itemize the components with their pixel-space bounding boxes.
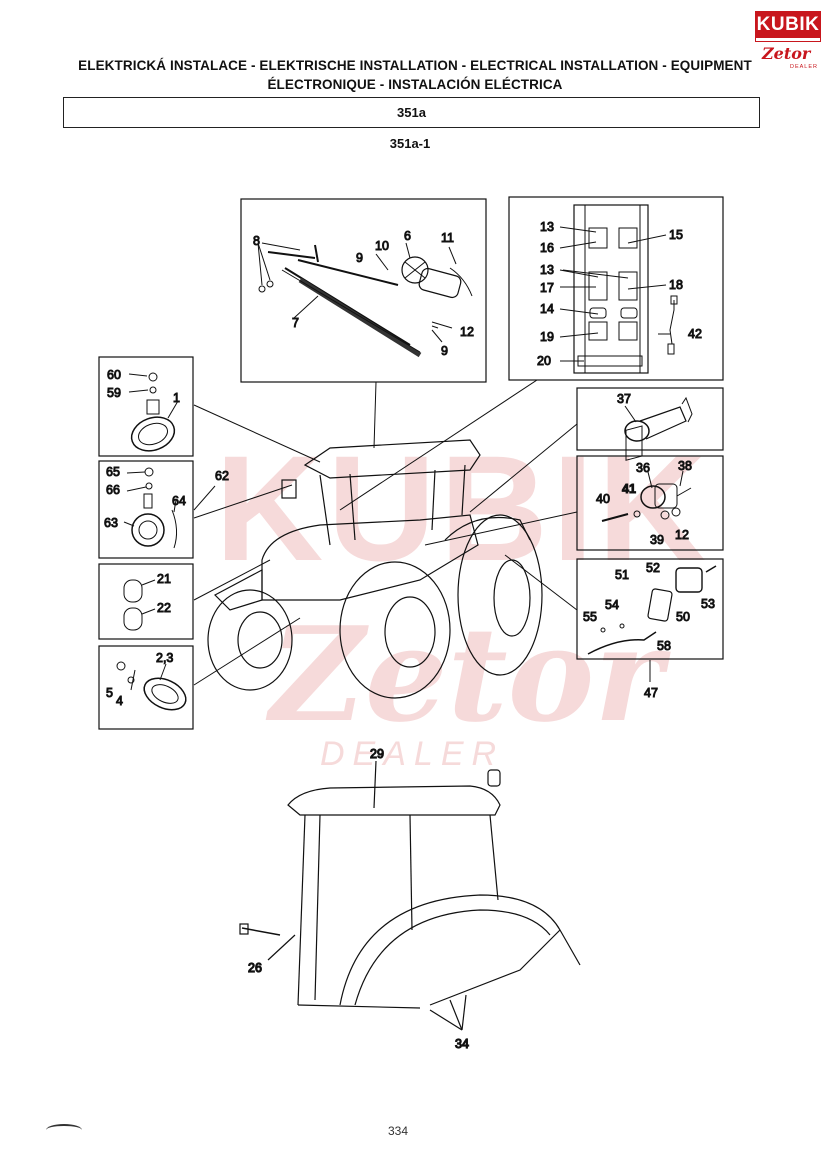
cab-callout-29: 29 bbox=[370, 747, 384, 761]
fuse-callout-42: 42 bbox=[688, 327, 702, 341]
fuse-callout-19: 19 bbox=[540, 330, 554, 344]
cab-illustration: 29 26 34 bbox=[239, 746, 581, 1052]
title-line-2: ÉLECTRONIQUE - INSTALACIÓN ELÉCTRICA bbox=[267, 77, 563, 92]
leader-lines bbox=[193, 379, 651, 686]
bulbs-box: 21 22 bbox=[98, 563, 194, 640]
lamp-callout-59: 59 bbox=[107, 386, 121, 400]
dealer-logo: KUBIK Zetor DEALER bbox=[756, 12, 822, 72]
plate-callout-53: 53 bbox=[701, 597, 715, 611]
bulb-callout-22: 22 bbox=[157, 601, 171, 615]
fuse-callout-20: 20 bbox=[537, 354, 551, 368]
socket-box: 36 38 40 41 39 12 bbox=[576, 455, 724, 551]
bulb-callout-21: 21 bbox=[157, 572, 171, 586]
wiper-detail-box: 8 10 6 11 9 7 12 9 bbox=[240, 198, 487, 383]
tractor-illustration bbox=[207, 439, 543, 699]
socket-callout-12: 12 bbox=[675, 528, 689, 542]
figure-code: 351a-1 bbox=[389, 136, 431, 151]
fusebox-detail-box: 13 16 13 17 14 19 20 15 18 42 bbox=[508, 196, 724, 381]
beacon-plug-box: 37 bbox=[576, 387, 724, 451]
socket-callout-36: 36 bbox=[636, 461, 650, 475]
plate-lamp-box: 51 52 54 53 55 50 58 47 bbox=[576, 425, 724, 701]
front-lamp-callout-2-3: 2,3 bbox=[156, 651, 173, 665]
socket-callout-39: 39 bbox=[650, 533, 664, 547]
mirror-callout-66: 66 bbox=[106, 483, 120, 497]
plate-callout-55: 55 bbox=[583, 610, 597, 624]
title-line-1: ELEKTRICKÁ INSTALACE - ELEKTRISCHE INSTA… bbox=[78, 58, 752, 73]
fuse-callout-13a: 13 bbox=[540, 220, 554, 234]
fuse-callout-14: 14 bbox=[540, 302, 554, 316]
wiper-callout-11: 11 bbox=[441, 231, 454, 245]
section-code: 351a bbox=[397, 105, 426, 120]
fuse-callout-18: 18 bbox=[669, 278, 683, 292]
page-number: 334 bbox=[388, 1124, 409, 1138]
cab-callout-34: 34 bbox=[455, 1037, 469, 1051]
plug-callout-37: 37 bbox=[617, 392, 631, 406]
socket-callout-41: 41 bbox=[622, 482, 636, 496]
wiper-callout-8: 8 bbox=[253, 234, 260, 248]
plate-callout-51: 51 bbox=[615, 568, 629, 582]
logo-kubik: KUBIK bbox=[756, 12, 820, 41]
plate-callout-50: 50 bbox=[676, 610, 690, 624]
fuse-callout-15: 15 bbox=[669, 228, 683, 242]
lamp-callout-1: 1 bbox=[173, 391, 180, 405]
wiper-callout-6: 6 bbox=[404, 229, 411, 243]
logo-zetor: Zetor bbox=[762, 44, 811, 63]
mirror-callout-64: 64 bbox=[172, 494, 186, 508]
mirror-callout-65: 65 bbox=[106, 465, 120, 479]
cab-callout-26: 26 bbox=[248, 961, 262, 975]
fuse-callout-17: 17 bbox=[540, 281, 554, 295]
front-lamp-callout-4: 4 bbox=[116, 694, 123, 708]
plate-callout-47: 47 bbox=[644, 686, 658, 700]
fuse-callout-13b: 13 bbox=[540, 263, 554, 277]
front-lamp-box: 2,3 5 4 bbox=[98, 645, 194, 730]
mirror-box: 65 66 63 64 62 bbox=[98, 460, 229, 559]
front-lamp-callout-5: 5 bbox=[106, 686, 113, 700]
plate-callout-58: 58 bbox=[657, 639, 671, 653]
plate-callout-54: 54 bbox=[605, 598, 619, 612]
wiper-callout-9a: 9 bbox=[356, 251, 363, 265]
logo-dealer: DEALER bbox=[790, 64, 819, 70]
wiper-callout-12: 12 bbox=[460, 325, 474, 339]
mirror-callout-62: 62 bbox=[215, 469, 229, 483]
work-lamp-box: 60 59 1 bbox=[98, 356, 194, 457]
wiper-callout-9b: 9 bbox=[441, 344, 448, 358]
mirror-callout-63: 63 bbox=[104, 516, 118, 530]
wiper-callout-7: 7 bbox=[292, 316, 299, 330]
socket-callout-38: 38 bbox=[678, 459, 692, 473]
socket-callout-40: 40 bbox=[596, 492, 610, 506]
plate-callout-52: 52 bbox=[646, 561, 660, 575]
lamp-callout-60: 60 bbox=[107, 368, 121, 382]
footer-mark bbox=[46, 1124, 82, 1136]
fuse-callout-16: 16 bbox=[540, 241, 554, 255]
section-code-box: 351a bbox=[63, 97, 760, 128]
wiper-callout-10: 10 bbox=[375, 239, 389, 253]
